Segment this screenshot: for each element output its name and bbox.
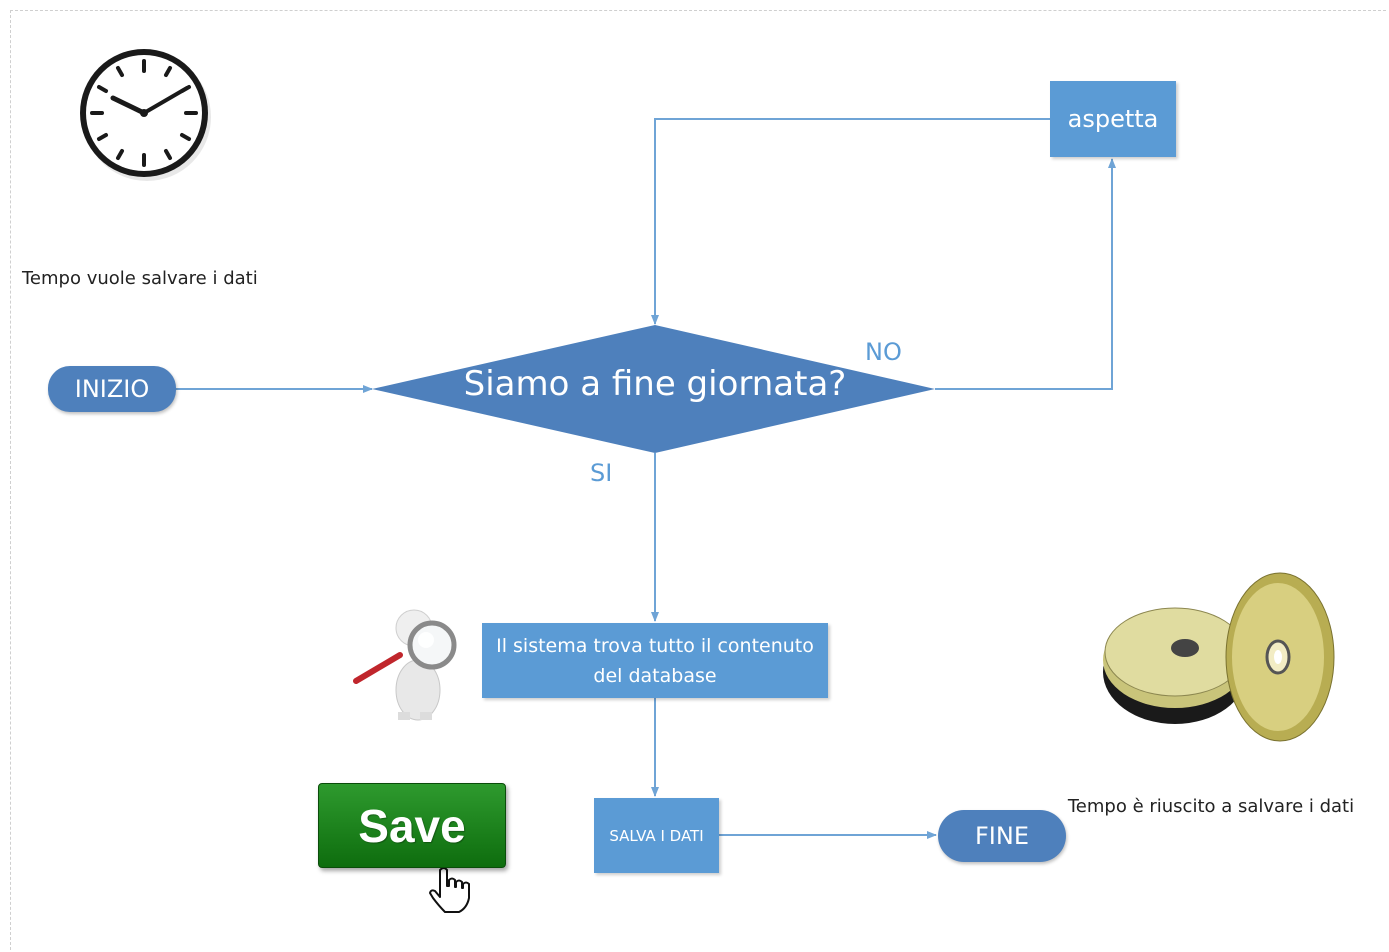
hand-cursor-icon	[429, 867, 470, 913]
start-caption: Tempo vuole salvare i dati	[22, 268, 258, 289]
decision-label: Siamo a fine giornata?	[463, 364, 847, 404]
decision-diamond	[372, 325, 935, 453]
save-data-node: SALVA I DATI	[594, 798, 719, 873]
edge-wait-to-decision	[651, 118, 1050, 325]
magnifier-figure-icon	[353, 609, 457, 721]
end-node: FINE	[938, 810, 1066, 862]
end-caption: Tempo è riuscito a salvare i dati	[1067, 796, 1355, 817]
edge-label-no: NO	[865, 338, 902, 366]
wait-node: aspetta	[1050, 81, 1176, 157]
start-node: INIZIO	[48, 366, 176, 412]
diagram-frame	[10, 10, 1386, 950]
search-database-node: Il sistema trova tutto il contenuto del …	[482, 623, 828, 698]
disc-stack-icon	[1103, 572, 1335, 742]
clock-icon	[80, 49, 211, 181]
save-button[interactable]: Save	[318, 783, 506, 868]
edge-decision-to-wait	[935, 158, 1116, 390]
edge-label-yes: SI	[590, 459, 613, 487]
